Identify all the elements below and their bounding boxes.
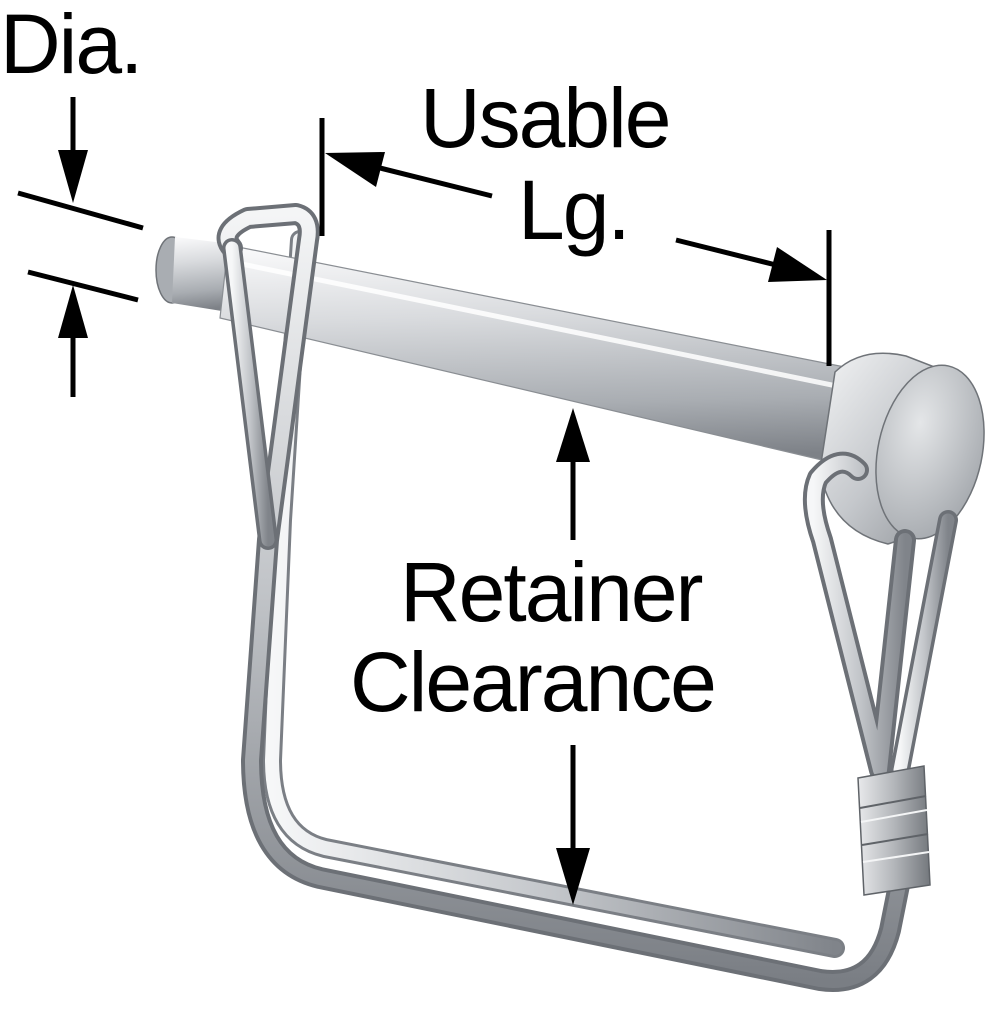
retainer-wire-front-left xyxy=(216,203,911,992)
dim-usable-length xyxy=(319,118,832,366)
label-length: Lg. xyxy=(518,163,631,257)
retainer-wire-back xyxy=(262,230,845,958)
dim-retainer-clearance xyxy=(556,408,590,905)
label-clearance: Clearance xyxy=(350,635,717,729)
label-usable: Usable xyxy=(420,71,671,165)
retainer-wire-right xyxy=(802,451,958,781)
pin-shaft xyxy=(155,236,871,469)
label-retainer: Retainer xyxy=(400,545,704,639)
dim-diameter xyxy=(17,97,144,397)
crimp-sleeve xyxy=(857,765,931,896)
label-diameter: Dia. xyxy=(0,0,143,91)
pin-head xyxy=(819,352,985,545)
